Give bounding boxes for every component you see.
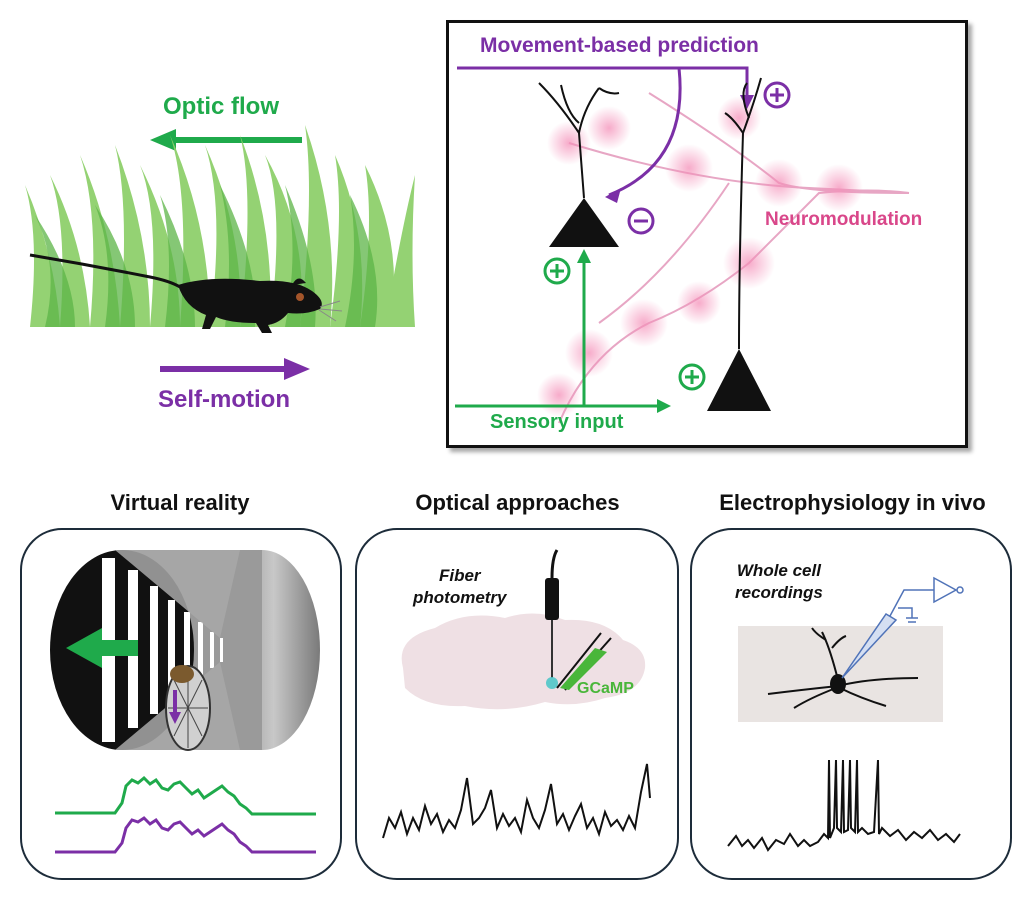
optical-panel-title: Optical approaches bbox=[415, 490, 620, 515]
vr-green-trace bbox=[55, 775, 316, 816]
sensory-arrowhead-up bbox=[577, 249, 591, 263]
optic-flow-arrow bbox=[150, 129, 302, 151]
vr-purple-trace bbox=[55, 816, 316, 854]
ephys-trace bbox=[727, 759, 961, 852]
prediction-arrow bbox=[457, 66, 749, 197]
vr-panel-title: Virtual reality bbox=[110, 490, 250, 515]
fiber-photometry-label: Fiber photometry bbox=[413, 565, 507, 609]
fiber-label-line2: photometry bbox=[413, 588, 507, 607]
fiber-label-line1: Fiber bbox=[438, 566, 481, 585]
lower-pyramidal-neuron bbox=[707, 77, 771, 411]
patch-pipette bbox=[841, 576, 964, 679]
prediction-arrowhead-left bbox=[605, 188, 621, 203]
ephys-panel-title: Electrophysiology in vivo bbox=[719, 490, 986, 515]
whole-cell-illustration bbox=[727, 576, 964, 852]
self-motion-arrow bbox=[160, 358, 310, 380]
whole-cell-line2: recordings bbox=[735, 583, 823, 602]
vr-setup-illustration bbox=[50, 550, 320, 854]
brain-slice bbox=[738, 626, 943, 722]
vr-mouse bbox=[170, 665, 194, 683]
neuromodulation-label: Neuromodulation bbox=[765, 209, 923, 230]
photometry-trace bbox=[382, 763, 651, 839]
mouse-silhouette bbox=[29, 253, 343, 333]
gcamp-pipette bbox=[556, 632, 612, 691]
plus-sign-green-upper bbox=[543, 257, 571, 285]
minus-sign-purple bbox=[627, 207, 655, 235]
whole-cell-label: Whole cell recordings bbox=[735, 560, 823, 604]
circuit-diagram-box bbox=[446, 20, 968, 448]
circuit-diagram bbox=[455, 66, 910, 424]
brain-outline bbox=[401, 613, 646, 710]
gcamp-label: GCaMP bbox=[577, 680, 634, 697]
vr-green-arrow bbox=[66, 628, 138, 668]
fiber-photometry-illustration bbox=[382, 549, 651, 839]
optic-flow-label: Optic flow bbox=[163, 93, 279, 120]
plus-sign-green-lower bbox=[678, 363, 706, 391]
fiber-cannula bbox=[545, 578, 559, 620]
sensory-arrowhead-right bbox=[657, 399, 671, 413]
sensory-input-label: Sensory input bbox=[490, 411, 624, 433]
upper-pyramidal-neuron bbox=[538, 82, 620, 247]
whole-cell-line1: Whole cell bbox=[736, 561, 821, 580]
self-motion-label: Self-motion bbox=[158, 386, 290, 413]
sensory-input-arrow bbox=[455, 258, 661, 408]
plus-sign-purple bbox=[763, 81, 791, 109]
neuromodulation-glows bbox=[537, 96, 863, 417]
prediction-label: Movement-based prediction bbox=[480, 34, 759, 57]
